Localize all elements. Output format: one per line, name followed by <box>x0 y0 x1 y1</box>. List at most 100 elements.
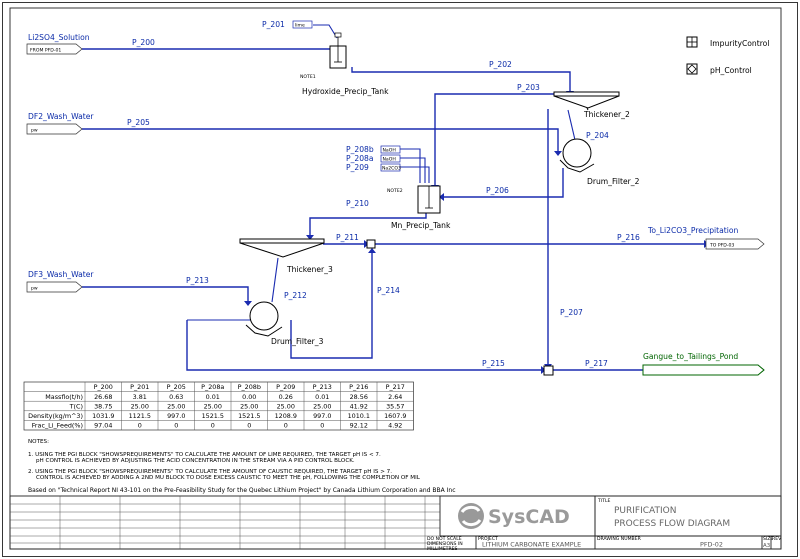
table-cell: 0 <box>320 422 324 430</box>
df3-tag-text: pw <box>31 287 38 292</box>
do-not-scale: DO NOT SCALE <box>427 536 462 542</box>
table-cell: 25.00 <box>167 402 185 410</box>
p208a-label: P_208a <box>346 154 374 163</box>
table-cell: 1121.5 <box>129 412 151 420</box>
drum-filter-2[interactable] <box>559 138 595 173</box>
size-label: SIZE <box>763 536 773 542</box>
table-cell: 997.0 <box>167 412 185 420</box>
table-header-cell: P_201 <box>130 383 149 391</box>
p201-tag-text: lime <box>295 23 305 29</box>
p214-label: P_214 <box>377 286 400 295</box>
dims-2: MILLIMETRES <box>427 546 458 552</box>
table-header-cell: P_205 <box>167 383 186 391</box>
p208b-label: P_208b <box>346 145 374 154</box>
table-cell: 28.56 <box>350 393 368 401</box>
table-cell: 0.26 <box>279 393 293 401</box>
drum-filter-2-label: Drum_Filter_2 <box>587 177 640 186</box>
title-block: SysCAD TITLE PURIFICATION PROCESS FLOW D… <box>9 495 782 552</box>
p209-reagent-tag[interactable]: Na2CO3 <box>380 163 401 172</box>
drum-filter-3[interactable] <box>245 301 283 337</box>
table-cell: 25.00 <box>277 402 295 410</box>
li2so4-name: Li2SO4_Solution <box>28 33 90 42</box>
p203-label: P_203 <box>517 83 540 92</box>
p217-label: P_217 <box>585 359 608 368</box>
table-cell: 1521.5 <box>202 412 224 420</box>
p201-label: P_201 <box>262 20 285 29</box>
p204-label: P_204 <box>586 131 609 140</box>
p208b-reagent-tag[interactable]: NaOH <box>380 145 401 154</box>
stream-table-frame <box>23 381 414 431</box>
table-cell: 1208.9 <box>275 412 297 420</box>
table-cell: 26.68 <box>94 393 112 401</box>
drum-filter-3-label: Drum_Filter_3 <box>271 337 324 346</box>
mn-precip-tank-label: Mn_Precip_Tank <box>391 221 451 230</box>
table-cell: 92.12 <box>350 422 368 430</box>
table-header-cell: P_217 <box>386 383 405 391</box>
df3-feed-tag[interactable]: pw <box>26 281 83 293</box>
p202-label: P_202 <box>489 60 512 69</box>
dims-1: DIMENSIONS IN <box>427 541 463 547</box>
df2-name: DF2_Wash_Water <box>28 112 94 121</box>
thickener-2[interactable] <box>553 91 620 111</box>
rev-label: REV <box>772 536 782 542</box>
drawing-title-2: PROCESS FLOW DIAGRAM <box>614 519 730 529</box>
mn-precip-tank[interactable] <box>417 185 441 214</box>
p200-label: P_200 <box>132 38 155 47</box>
tailings-name: Gangue_to_Tailings_Pond <box>643 352 738 361</box>
table-header-cell: P_200 <box>94 383 113 391</box>
p216-label: P_216 <box>617 233 640 242</box>
table-cell: 25.00 <box>131 402 149 410</box>
tailings-product-tag[interactable] <box>642 364 765 376</box>
table-row-label: T(C) <box>69 402 83 410</box>
table-row-label: Massflo(t/h) <box>45 393 83 401</box>
thickener-3[interactable] <box>239 238 325 258</box>
table-cell: 4.92 <box>388 422 402 430</box>
table-cell: 2.64 <box>388 393 402 401</box>
note-2a: 2. USING THE PGI BLOCK "SHOWSPREQUIREMEN… <box>28 469 392 475</box>
df3-name: DF3_Wash_Water <box>28 270 94 279</box>
p208a-reagent-tag[interactable]: NaOH <box>380 154 401 163</box>
thickener-2-label: Thickener_2 <box>583 110 630 119</box>
drawing-number: PFD-02 <box>700 541 723 549</box>
p208a-tag-text: NaOH <box>383 157 396 163</box>
table-cell: 0 <box>247 422 251 430</box>
source-reference: Based on "Technical Report NI 43-101 on … <box>28 487 456 494</box>
table-cell: 25.00 <box>313 402 331 410</box>
thickener-3-label: Thickener_3 <box>286 265 333 274</box>
table-cell: 0 <box>211 422 215 430</box>
p208b-tag-text: NaOH <box>383 148 396 154</box>
revision-grid <box>10 496 440 549</box>
p201-reagent-tag[interactable]: lime <box>292 20 313 29</box>
p215-label: P_215 <box>482 359 505 368</box>
table-row-label: Density(kg/m^3) <box>28 412 83 420</box>
note1-tag: NOTE1 <box>300 74 316 80</box>
df2-feed-tag[interactable]: pw <box>26 123 83 135</box>
p216-splitter[interactable] <box>366 239 376 249</box>
p205-label: P_205 <box>127 118 150 127</box>
table-cell: 0.01 <box>206 393 220 401</box>
note-1a: 1. USING THE PGI BLOCK "SHOWSPREQUIREMEN… <box>28 452 381 458</box>
li2co3-name: To_Li2CO3_Precipitation <box>647 226 739 235</box>
li2so4-feed-tag[interactable]: FROM PFD-01 <box>26 43 83 55</box>
table-cell: 1607.9 <box>384 412 406 420</box>
table-header-cell: P_213 <box>313 383 332 391</box>
ph-control-icon <box>686 63 698 75</box>
notes: NOTES: 1. USING THE PGI BLOCK "SHOWSPREQ… <box>28 439 456 494</box>
tailings-mixer[interactable] <box>543 365 554 376</box>
p207-label: P_207 <box>560 308 583 317</box>
table-cell: 25.00 <box>204 402 222 410</box>
df2-tag-text: pw <box>31 129 38 134</box>
hydroxide-precip-tank-label: Hydroxide_Precip_Tank <box>302 87 389 96</box>
drawing-title-1: PURIFICATION <box>614 506 676 516</box>
table-cell: 997.0 <box>313 412 331 420</box>
project-label: PROJECT <box>478 536 498 542</box>
inner-border <box>9 7 782 550</box>
syscad-logo: SysCAD <box>458 503 570 529</box>
li2co3-product-tag[interactable]: TO PFD-03 <box>705 238 765 250</box>
table-cell: 0.01 <box>315 393 329 401</box>
hydroxide-precip-tank[interactable] <box>329 32 347 69</box>
project-name: LITHIUM CARBONATE EXAMPLE <box>482 541 581 549</box>
